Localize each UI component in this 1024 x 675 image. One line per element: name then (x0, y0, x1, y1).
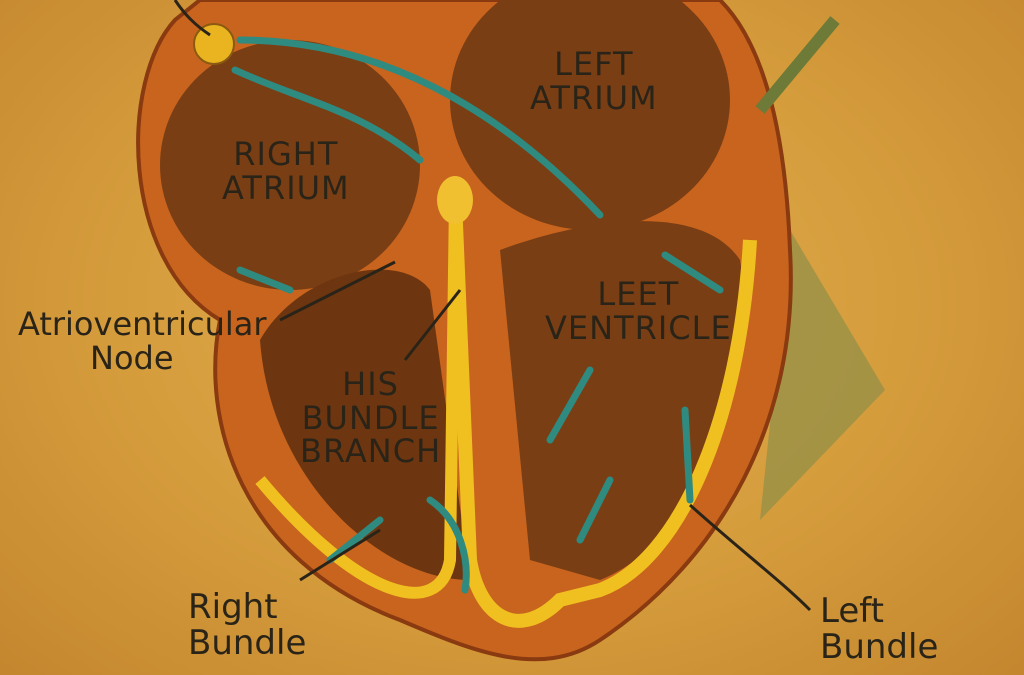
conduction-pathway (448, 199, 757, 628)
label-line: RIGHT (233, 135, 339, 173)
label-line: Node (90, 338, 174, 377)
label-line: Atrioventricular (18, 305, 267, 343)
impulse-arrows (231, 36, 724, 594)
label-line: ATRIUM (530, 78, 658, 117)
label-av-node: Atrioventricular Node (18, 305, 267, 377)
label-line: ATRIUM (222, 168, 350, 207)
label-line: VENTRICLE (545, 308, 732, 347)
label-right-atrium: RIGHT ATRIUM (222, 135, 350, 207)
left-ventricle-chamber (500, 221, 744, 581)
label-line: Bundle (820, 626, 939, 667)
sa-node (193, 23, 235, 65)
right-atrium-chamber (160, 40, 420, 290)
label-line: Left (820, 591, 884, 631)
label-left-atrium: LEFT ATRIUM (530, 45, 658, 117)
label-line: Right (188, 587, 278, 627)
label-his-bundle: HIS BUNDLE BRANCH (300, 365, 442, 471)
label-left-bundle: Left Bundle (820, 591, 939, 667)
label-left-ventricle: LEET VENTRICLE (545, 275, 732, 347)
aorta-arrow-icon (755, 16, 840, 114)
leader-lines (173, 0, 812, 612)
right-bundle-pathway (255, 199, 461, 599)
av-node (437, 176, 473, 224)
label-line: Bundle (188, 622, 307, 663)
label-line: LEFT (554, 45, 634, 83)
label-right-bundle: Right Bundle (188, 587, 307, 663)
label-line: BRANCH (300, 432, 442, 471)
left-atrium-chamber (450, 0, 730, 230)
label-line: BUNDLE (301, 398, 440, 437)
label-line: LEET (597, 275, 680, 313)
right-ventricle-chamber (260, 269, 470, 580)
label-line: HIS (342, 365, 399, 403)
